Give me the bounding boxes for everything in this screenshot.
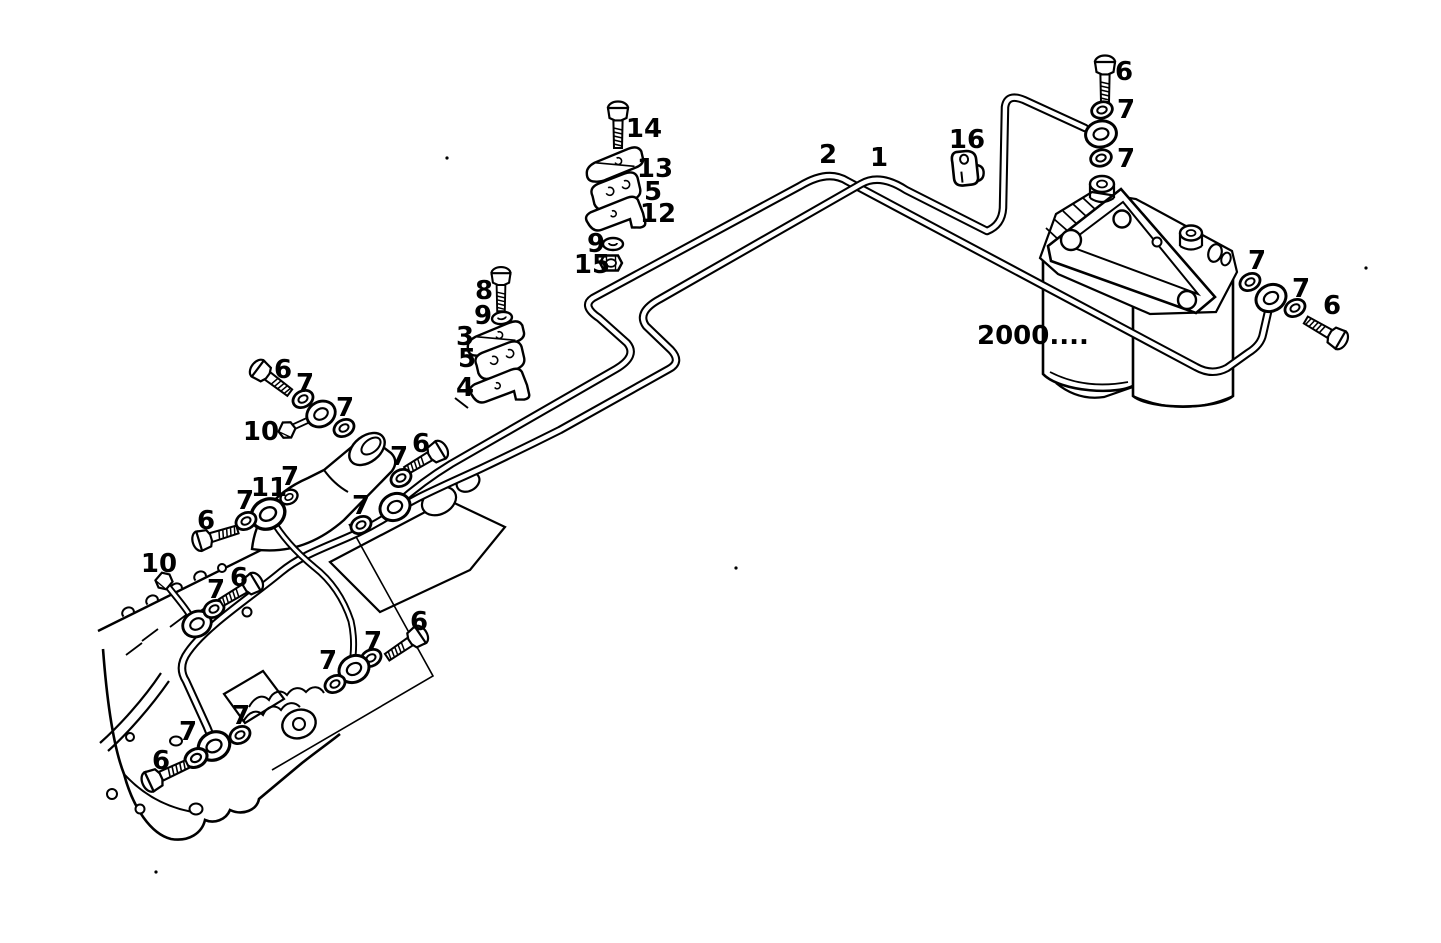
filler-cap-inner [360,436,382,456]
part-callout-9b: 9 [474,301,492,331]
section-boundary-line [271,523,435,771]
bracket-inner-edge [1063,200,1202,297]
flange-hole [188,802,204,816]
part-callout-6: 6 [410,607,428,637]
neck-base-arc [323,469,349,493]
part-callout-5b: 5 [458,344,476,374]
flange-hole [106,788,118,800]
part-callout-6: 6 [412,429,430,459]
washer-9-icon [601,236,625,252]
part-callout-10b: 10 [141,549,177,579]
model-range-label: 2000.... [977,321,1089,351]
flange-hole [169,735,183,747]
bracket-nub [1151,236,1163,248]
head-hatch-marks [125,600,215,656]
head-bump [121,606,135,618]
part-callout-14: 14 [626,114,662,144]
part-callout-6: 6 [274,355,292,385]
bracket-hole [1059,228,1083,252]
scan-specks [154,156,1368,874]
part-callout-6-right: 6 [1323,291,1341,321]
part-callout-6-top: 6 [1115,57,1133,87]
part-callout-8: 8 [475,276,493,306]
speck [445,156,449,160]
block-plate-detail [222,669,286,725]
part-callout-7: 7 [352,491,370,521]
head-bump [193,570,207,582]
speck [734,566,738,570]
bracket-hole [1112,209,1132,229]
part-callout-7: 7 [179,717,197,747]
part-callout-13: 13 [637,154,673,184]
speck [1364,266,1368,270]
mounting-bracket-plate [1046,187,1217,315]
part-callout-6: 6 [152,746,170,776]
part-callout-9: 9 [587,229,605,259]
engine-block-drawing [97,431,507,841]
banjo-eye-top-icon [1081,116,1121,152]
part-callout-11: 11 [251,473,287,503]
flange-hole [134,803,146,815]
bolt-8-icon [490,265,512,313]
crankcase-outline [101,648,341,841]
part-callout-3: 3 [456,322,474,352]
filter-left-lip [1055,382,1134,399]
part-callout-7: 7 [281,462,299,492]
clamp-4-icon [466,365,532,413]
part-callout-7: 7 [1292,274,1310,304]
head-hole [241,606,253,618]
part-callout-10: 10 [243,417,279,447]
filter-inlet-boss [1088,174,1116,204]
side-port [1207,243,1223,263]
callout-4-leader [454,397,469,409]
part-callout-6: 6 [197,506,215,536]
casting-wave-2 [242,702,301,723]
bracket-hole [1176,289,1198,311]
part-callout-7: 7 [296,369,314,399]
part-callout-7: 7 [336,393,354,423]
head-bump [145,594,159,606]
casting-wave-1 [248,686,325,708]
bolt-6-top-icon [1093,54,1117,104]
pipe-10a-hex-end [275,418,299,442]
part-callout-7: 7 [1248,246,1266,276]
washer-7-icon [1088,98,1116,122]
filter-head-hatch [1045,197,1098,242]
head-hole [125,732,135,742]
part-callout-pipe2: 2 [819,140,837,170]
filter-right-bottom-arc [1132,395,1234,408]
part-callout-7: 7 [390,442,408,472]
part-callout-16: 16 [949,125,985,155]
part-callout-7: 7 [232,701,250,731]
part-callout-6: 6 [230,563,248,593]
part-callout-pipe1: 1 [870,143,888,173]
hose-lines [99,672,170,752]
part-callout-7: 7 [319,646,337,676]
side-port-inner [1220,251,1232,267]
speck [154,870,158,874]
part-callout-4: 4 [456,373,474,403]
part-callout-5: 5 [644,177,662,207]
part-callout-7: 7 [1117,144,1135,174]
washer-7-icon [1087,146,1115,170]
hardware-parts [137,54,1353,796]
part-callout-7: 7 [236,486,254,516]
filter-left-bottom-arc [1049,371,1129,386]
part-callout-7: 7 [207,575,225,605]
head-hole [217,563,227,573]
part-callout-12: 12 [640,199,676,229]
fuel-filter-assembly [1038,174,1239,408]
filter-outlet-boss [1178,224,1204,251]
callout-labels: 14 13 5 12 9 15 8 9 3 5 4 2 1 16 6 7 7 7… [141,57,1341,776]
part-callout-15: 15 [574,250,610,280]
circular-boss-hole [292,717,306,731]
part-callout-7: 7 [364,627,382,657]
part-callout-7: 7 [1117,95,1135,125]
valve-cover [250,431,397,552]
